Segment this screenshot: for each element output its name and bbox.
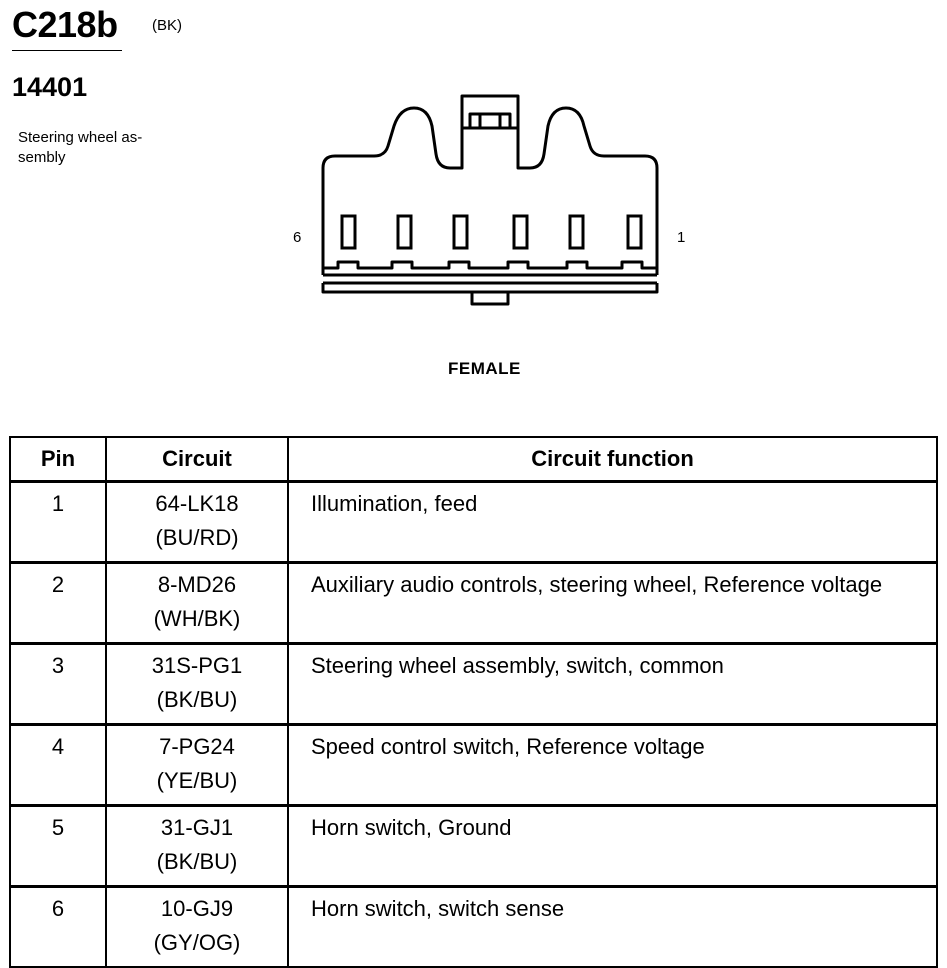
circuit-number: 64-LK18 (155, 491, 239, 516)
circuit-number: 31-GJ1 (160, 815, 234, 840)
connector-key (470, 292, 510, 306)
pin-cell: 5 (9, 804, 107, 888)
header-circuit: Circuit (105, 436, 289, 483)
terminal-cavity-3 (512, 214, 529, 250)
circuit-number: 8-MD26 (157, 572, 237, 597)
function-cell: Illumination, feed (287, 480, 938, 564)
wire-color: (BK/BU) (156, 687, 238, 712)
part-description: Steering wheel as-sembly (18, 129, 143, 166)
connector-base-band (321, 283, 659, 294)
circuit-cell: 64-LK18 (BU/RD) (105, 480, 289, 564)
circuit-number: 10-GJ9 (160, 896, 234, 921)
connector-housing-outline (321, 94, 659, 275)
table-row: 5 31-GJ1 (BK/BU) Horn switch, Ground (9, 804, 938, 888)
wire-color: (BK/BU) (156, 849, 238, 874)
wire-color: (WH/BK) (153, 606, 241, 631)
circuit-cell: 31S-PG1 (BK/BU) (105, 642, 289, 726)
wire-color: (BU/RD) (155, 525, 239, 550)
function-cell: Horn switch, switch sense (287, 885, 938, 968)
part-number: 14401 (12, 72, 88, 102)
circuit-cell: 8-MD26 (WH/BK) (105, 561, 289, 645)
connector-id: C218b (12, 4, 118, 45)
wire-color: (YE/BU) (156, 768, 238, 793)
table-row: 6 10-GJ9 (GY/OG) Horn switch, switch sen… (9, 885, 938, 968)
terminal-cavity-4 (452, 214, 469, 250)
circuit-cell: 31-GJ1 (BK/BU) (105, 804, 289, 888)
pin-cell: 2 (9, 561, 107, 645)
pin-cell: 3 (9, 642, 107, 726)
title-underline (12, 50, 122, 51)
pin-cell: 1 (9, 480, 107, 564)
connector-gender-label: FEMALE (448, 359, 521, 378)
header-pin: Pin (9, 436, 107, 483)
table-header-row: Pin Circuit Circuit function (9, 436, 938, 483)
circuit-cell: 10-GJ9 (GY/OG) (105, 885, 289, 968)
table-row: 1 64-LK18 (BU/RD) Illumination, feed (9, 480, 938, 564)
pin-cell: 4 (9, 723, 107, 807)
lock-tab (460, 126, 520, 168)
function-cell: Speed control switch, Reference voltage (287, 723, 938, 807)
terminal-cavity-5 (396, 214, 413, 250)
connector-color-code: (BK) (152, 17, 182, 34)
terminal-keys (323, 260, 657, 270)
function-cell: Horn switch, Ground (287, 804, 938, 888)
pin-cell: 6 (9, 885, 107, 968)
circuit-number: 7-PG24 (159, 734, 235, 759)
function-cell: Steering wheel assembly, switch, common (287, 642, 938, 726)
circuit-cell: 7-PG24 (YE/BU) (105, 723, 289, 807)
pin-label-right: 1 (677, 229, 686, 246)
function-cell: Auxiliary audio controls, steering wheel… (287, 561, 938, 645)
terminal-cavity-2 (568, 214, 585, 250)
table-row: 3 31S-PG1 (BK/BU) Steering wheel assembl… (9, 642, 938, 726)
terminal-cavity-1 (626, 214, 643, 250)
pin-label-left: 6 (293, 229, 302, 246)
header-function: Circuit function (287, 436, 938, 483)
terminal-cavity-6 (340, 214, 357, 250)
connector-face-diagram (321, 94, 659, 306)
table-row: 2 8-MD26 (WH/BK) Auxiliary audio control… (9, 561, 938, 645)
pinout-table: Pin Circuit Circuit function 1 64-LK18 (… (9, 436, 938, 968)
table-row: 4 7-PG24 (YE/BU) Speed control switch, R… (9, 723, 938, 807)
wire-color: (GY/OG) (153, 930, 241, 955)
circuit-number: 31S-PG1 (151, 653, 243, 678)
